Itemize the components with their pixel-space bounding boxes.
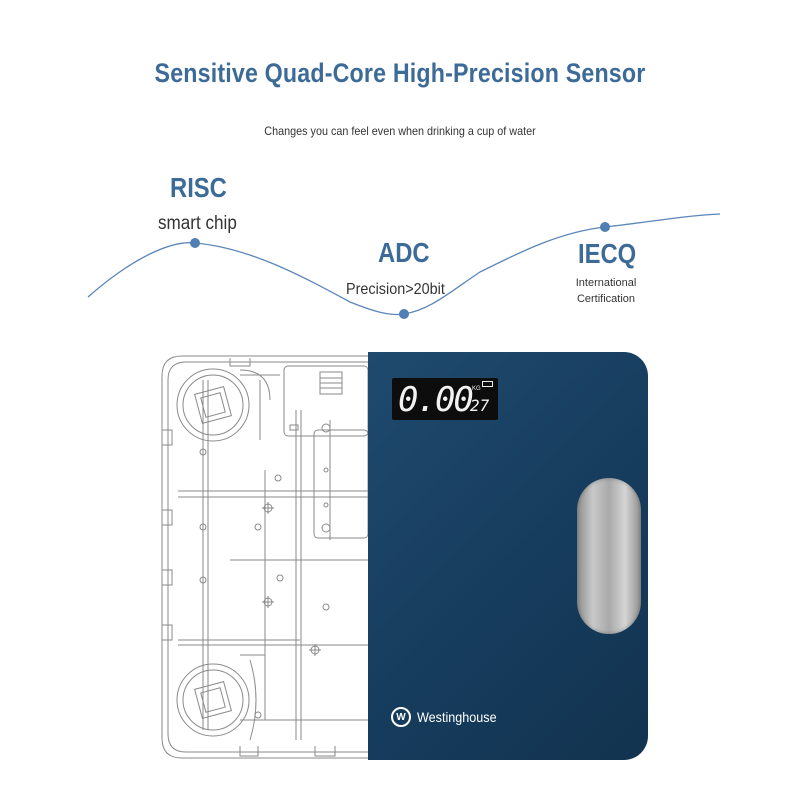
feature-adc-detail: Precision>20bit: [346, 281, 445, 298]
battery-icon: [482, 381, 493, 387]
lcd-unit: KG: [472, 386, 481, 392]
wave-dot-iecq: [600, 222, 610, 232]
feature-iecq-detail-2: Certification: [576, 293, 636, 305]
brand-mark: W Westinghouse: [391, 705, 505, 729]
lcd-weight: 0.00: [398, 380, 474, 420]
page-title: Sensitive Quad-Core High-Precision Senso…: [154, 58, 646, 88]
wave-dot-adc: [399, 309, 409, 319]
feature-risc-heading: RISC: [170, 172, 227, 203]
lcd-display: 0.00 KG 27: [392, 378, 498, 420]
feature-iecq-heading: IECQ: [578, 238, 637, 269]
feature-risc-detail: smart chip: [158, 213, 237, 234]
metal-pad: [577, 478, 641, 634]
wave-dot-risc: [190, 238, 200, 248]
lcd-temperature: 27: [470, 396, 490, 415]
page-subtitle: Changes you can feel even when drinking …: [264, 124, 536, 138]
feature-iecq-detail-1: International: [575, 277, 637, 289]
feature-adc-heading: ADC: [378, 237, 430, 268]
brand-name: Westinghouse: [417, 709, 497, 725]
westinghouse-logo-icon: W: [391, 707, 411, 727]
